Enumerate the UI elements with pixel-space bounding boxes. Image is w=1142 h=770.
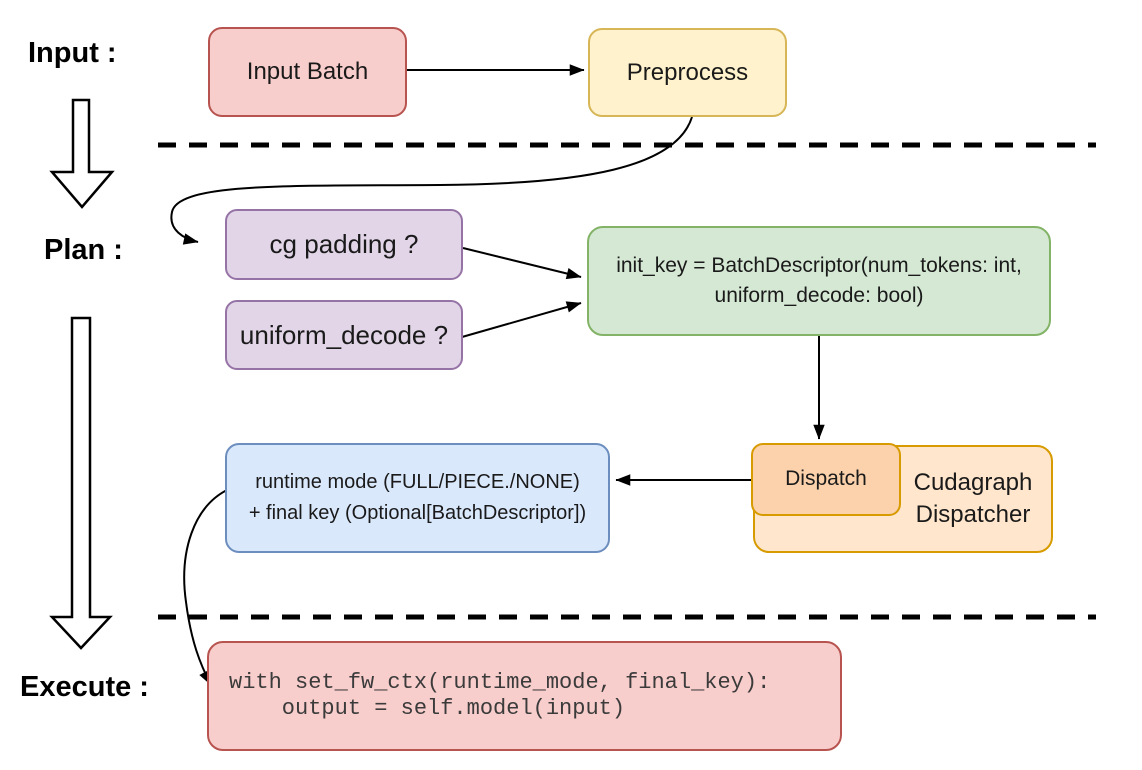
node-cudagraph-line2: Dispatcher [915,501,1031,528]
edge-runtime-mode-to-execute-code [183,488,230,686]
stage-label-input: Input : [28,37,117,69]
node-execute-code-line2: output = self.model(input) [229,696,626,721]
node-cudagraph-line1: Cudagraph [913,469,1033,496]
node-preprocess: Preprocess [588,28,787,117]
stage-label-plan: Plan : [44,234,123,266]
node-cg-padding: cg padding ? [225,209,463,280]
node-input-batch-label: Input Batch [246,58,369,85]
node-execute-code: with set_fw_ctx(runtime_mode, final_key)… [207,641,842,751]
edge-cg-padding-to-init-key [462,247,582,280]
node-init-key-line2: uniform_decode: bool) [714,284,924,307]
edge-preprocess-to-plan [170,116,693,245]
node-cudagraph-dispatcher-label: Cudagraph Dispatcher [895,447,1051,551]
node-init-key: init_key = BatchDescriptor(num_tokens: i… [587,226,1051,336]
node-dispatch: Dispatch [751,443,901,516]
node-uniform-decode-label: uniform_decode ? [239,319,449,350]
node-uniform-decode: uniform_decode ? [225,300,463,370]
node-runtime-mode-line1: runtime mode (FULL/PIECE./NONE) [255,471,580,493]
node-cg-padding-label: cg padding ? [269,229,419,260]
stage-label-execute: Execute : [20,671,149,703]
node-dispatch-label: Dispatch [785,467,867,491]
node-init-key-line1: init_key = BatchDescriptor(num_tokens: i… [616,254,1022,277]
node-execute-code-line1: with set_fw_ctx(runtime_mode, final_key)… [229,670,771,695]
node-runtime-mode-line2: + final key (Optional[BatchDescriptor]) [248,502,587,524]
input-stage-arrow [49,98,115,209]
node-runtime-mode: runtime mode (FULL/PIECE./NONE) + final … [225,443,610,553]
edge-uniform-decode-to-init-key [461,301,582,338]
node-preprocess-label: Preprocess [626,58,749,86]
plan-stage-arrow [49,316,113,650]
node-input-batch: Input Batch [208,27,407,117]
